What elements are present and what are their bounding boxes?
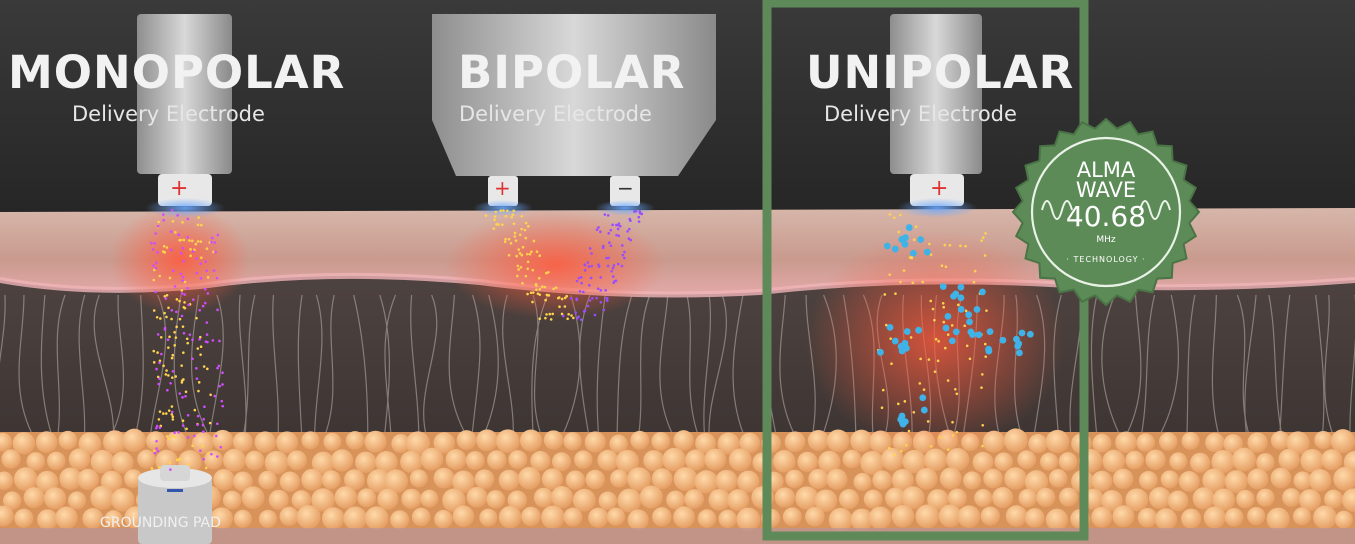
bipolar-positive-sign: +	[494, 176, 511, 200]
badge-tagline: · TECHNOLOGY ·	[1066, 255, 1146, 264]
unipolar-subtitle: Delivery Electrode	[824, 102, 1017, 126]
monopolar-subtitle: Delivery Electrode	[72, 102, 265, 126]
badge-unit: MHz	[1096, 235, 1116, 245]
monopolar-title: MONOPOLAR	[8, 46, 346, 99]
bipolar-negative-sign: −	[617, 176, 634, 200]
badge-line2: WAVE	[1075, 178, 1137, 202]
badge-line1: ALMA	[1076, 158, 1136, 182]
unipolar-positive-sign: +	[930, 176, 949, 201]
badge-frequency: 40.68	[1065, 200, 1147, 233]
bipolar-subtitle: Delivery Electrode	[459, 102, 652, 126]
unipolar-title: UNIPOLAR	[806, 46, 1075, 99]
monopolar-positive-sign: +	[170, 176, 189, 201]
bipolar-title: BIPOLAR	[458, 46, 686, 99]
grounding-pad-label: GROUNDING PAD	[100, 515, 221, 531]
